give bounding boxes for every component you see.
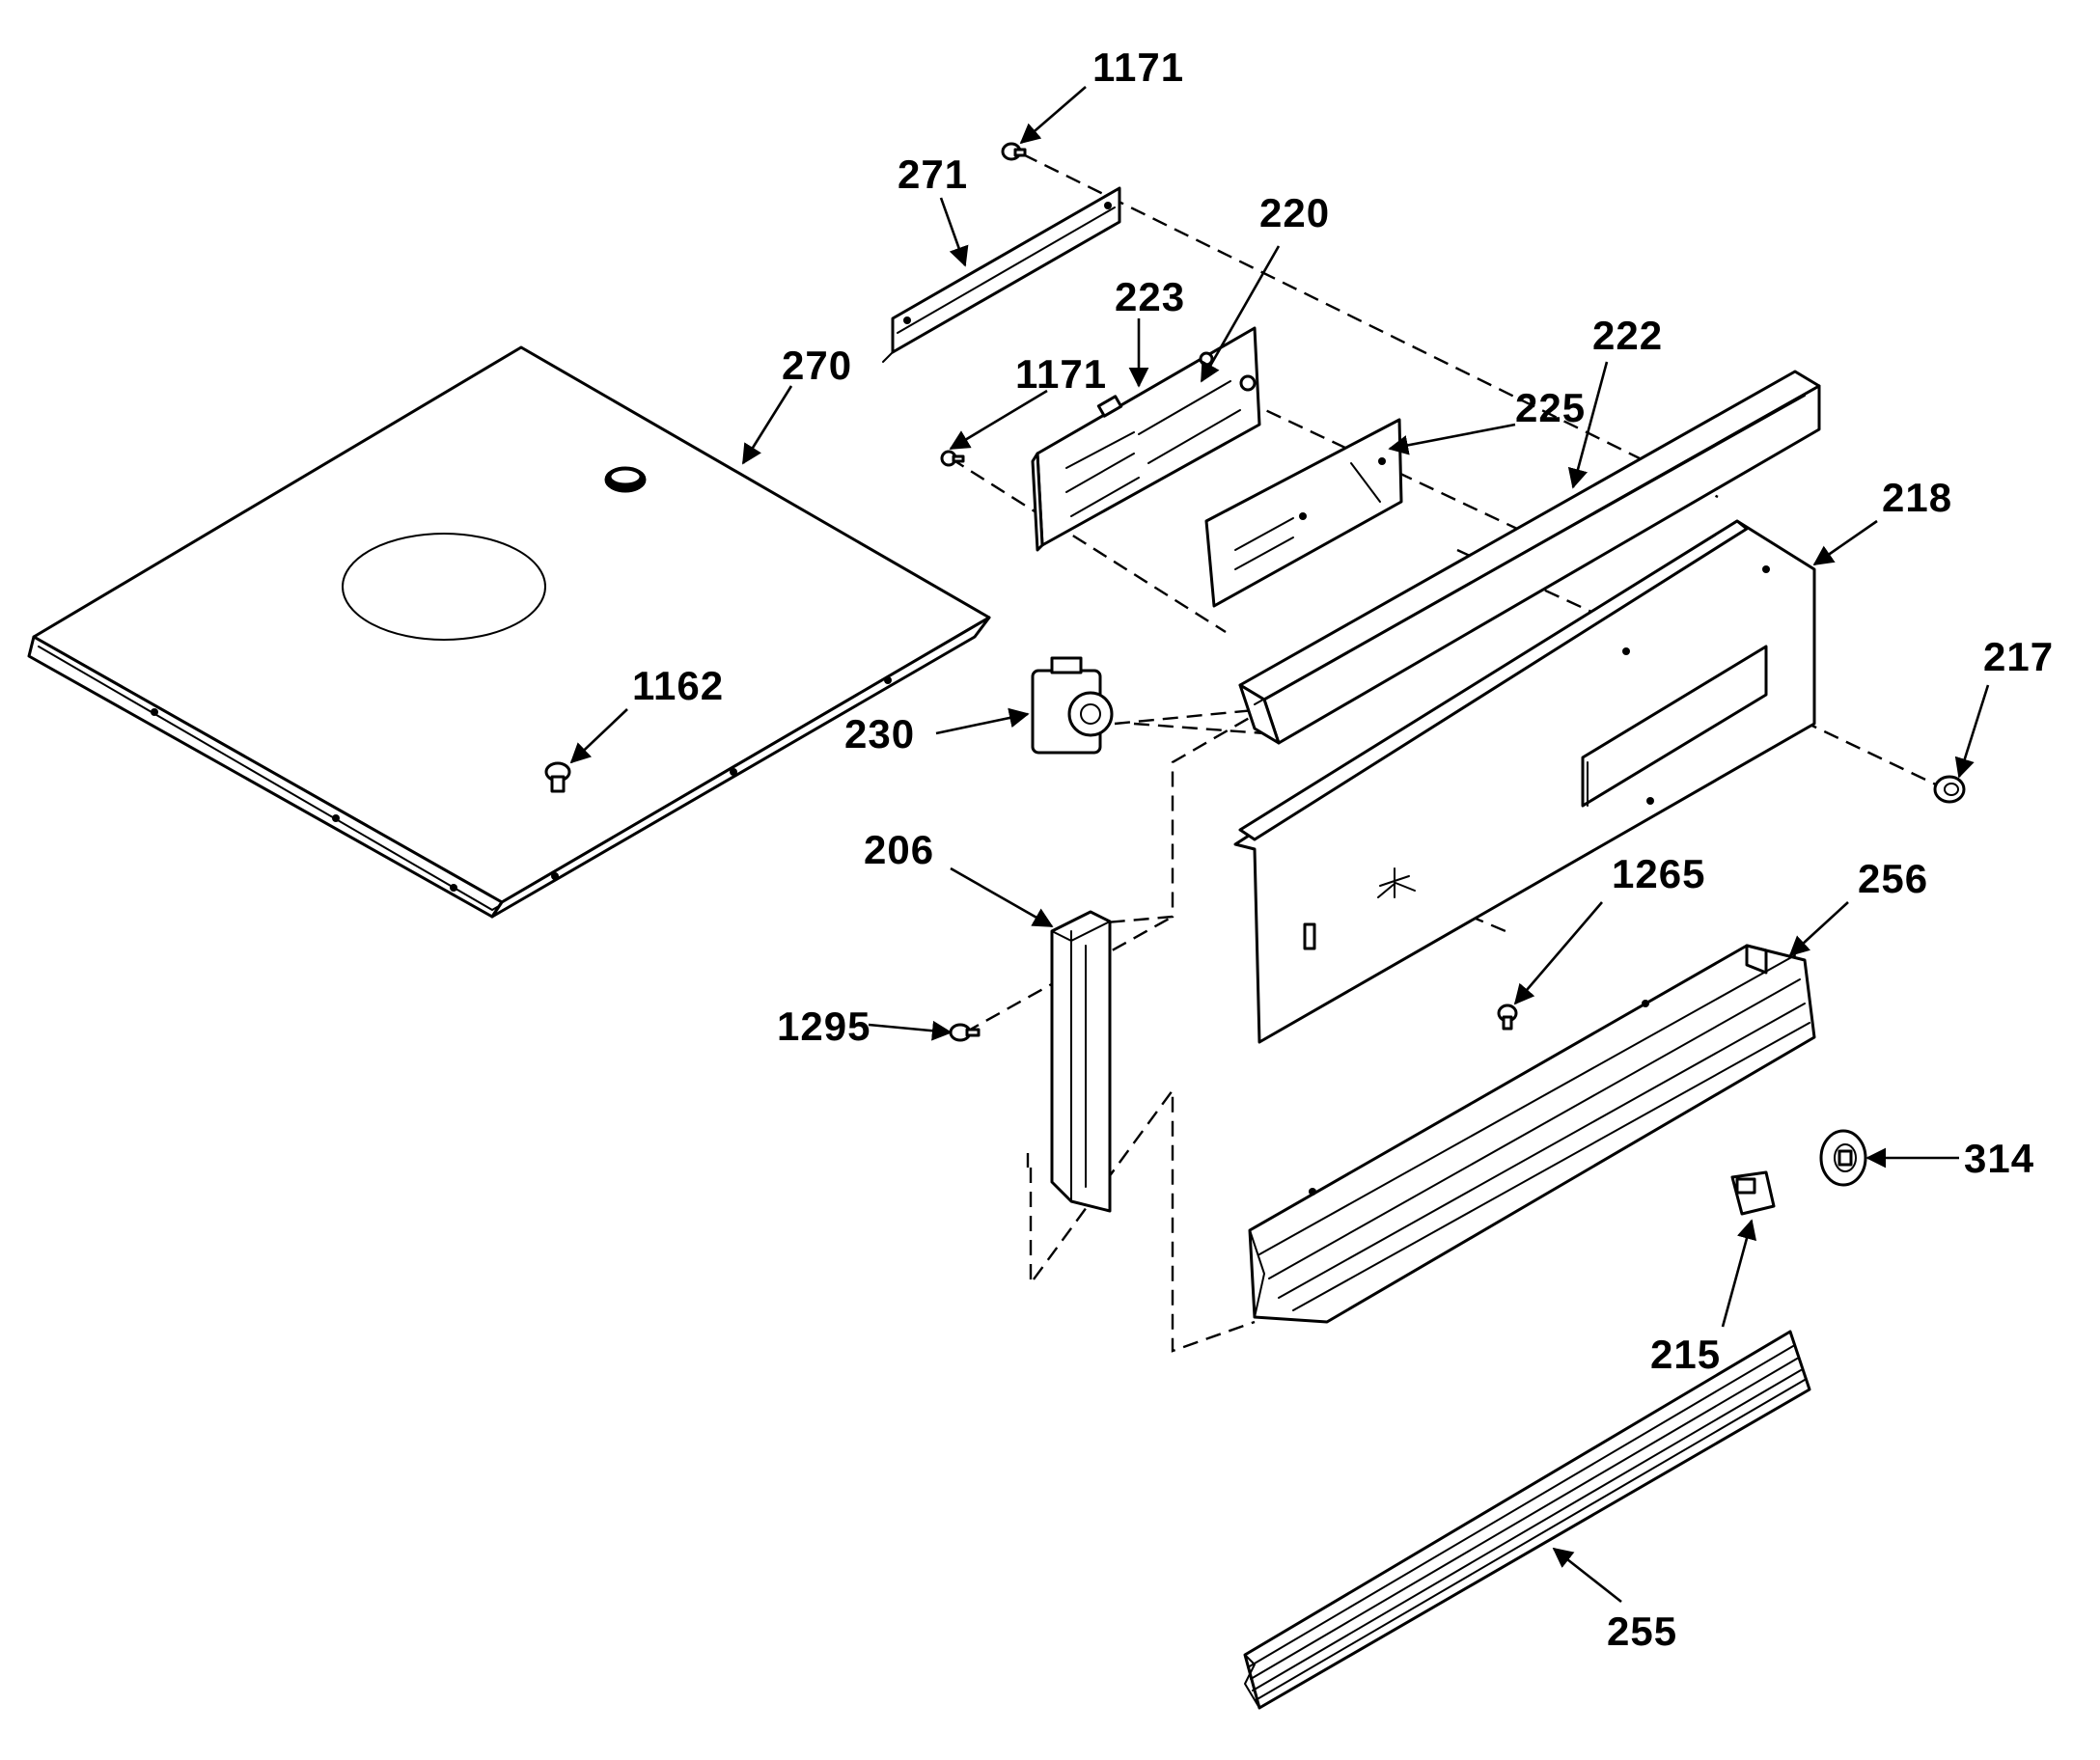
- label-230: 230: [844, 711, 915, 756]
- part-217-knob: [1933, 775, 1966, 804]
- part-256-trim-rail: [1248, 944, 1816, 1324]
- label-225: 225: [1515, 385, 1586, 430]
- part-225-plate: [1204, 418, 1403, 608]
- label-215: 215: [1650, 1332, 1721, 1377]
- label-256: 256: [1858, 856, 1928, 901]
- part-labels: 1171 271 220 223 222 270 1171 225 218 21…: [632, 44, 2054, 1654]
- part-255-bottom-trim: [1243, 1330, 1811, 1710]
- part-1265-screw: [1497, 1004, 1518, 1031]
- label-220: 220: [1259, 190, 1330, 235]
- part-1162-screw: [544, 761, 571, 793]
- label-1265: 1265: [1612, 851, 1705, 896]
- part-218-control-panel: [1233, 519, 1816, 1044]
- part-314-washer: [1819, 1129, 1867, 1187]
- label-255: 255: [1607, 1609, 1677, 1654]
- label-1162: 1162: [632, 663, 724, 708]
- part-230-switch: [1031, 656, 1114, 755]
- part-1171-screw-mid: [940, 450, 965, 467]
- part-270-top-panel: [27, 345, 991, 919]
- label-218: 218: [1882, 475, 1952, 520]
- leader-lines: [569, 86, 1990, 1604]
- part-271-bracket: [882, 186, 1121, 363]
- part-215-clip: [1730, 1170, 1776, 1216]
- part-1295-screw: [949, 1023, 981, 1042]
- label-217: 217: [1983, 634, 2054, 679]
- label-1171-mid: 1171: [1015, 351, 1107, 397]
- label-222: 222: [1592, 313, 1663, 358]
- label-223: 223: [1115, 274, 1185, 319]
- part-222-channel: [1238, 370, 1821, 745]
- part-1171-screw-top: [1001, 142, 1027, 161]
- label-1295: 1295: [777, 1004, 870, 1049]
- label-314: 314: [1964, 1136, 2034, 1181]
- label-271: 271: [898, 151, 968, 197]
- part-206-side-trim: [1050, 910, 1112, 1213]
- label-206: 206: [864, 827, 934, 872]
- label-270: 270: [782, 343, 852, 388]
- label-1171-top: 1171: [1092, 44, 1184, 90]
